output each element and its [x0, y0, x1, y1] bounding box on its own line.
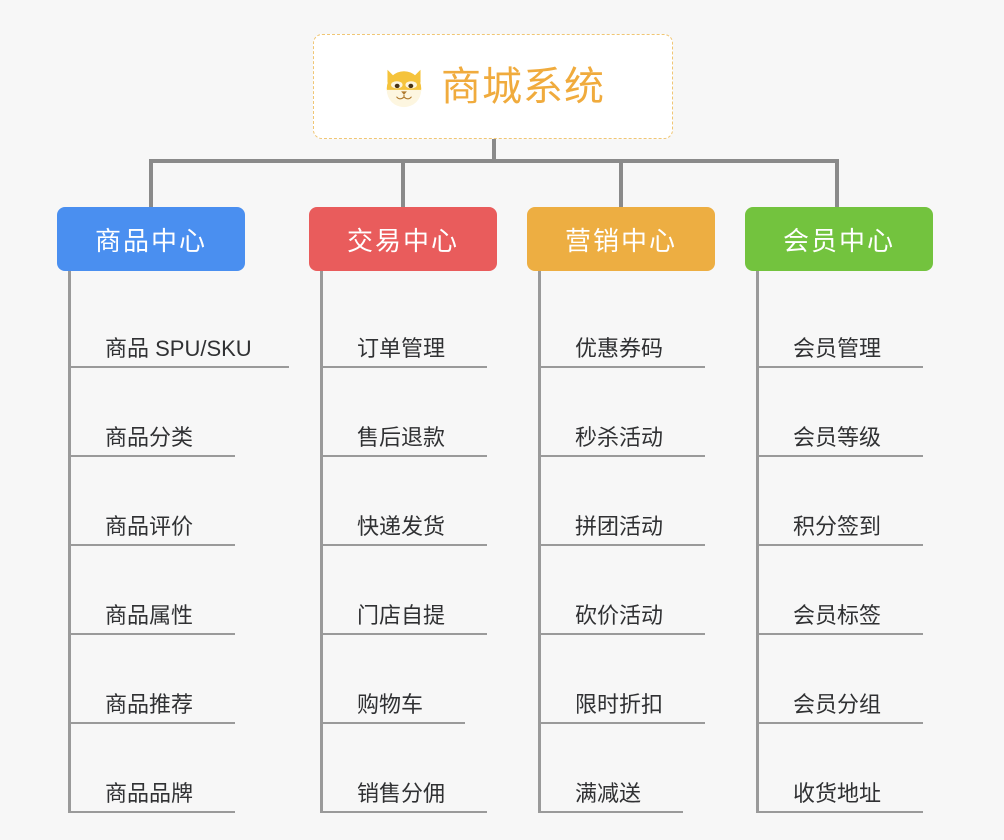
connector-drop-1 — [149, 159, 153, 207]
leaf-underline — [759, 811, 923, 813]
leaf-underline — [759, 633, 923, 635]
leaf-label: 商品属性 — [105, 602, 194, 628]
leaf-underline — [323, 455, 487, 457]
leaf-item[interactable]: 门店自提 — [323, 546, 497, 635]
leaf-item[interactable]: 购物车 — [323, 635, 497, 724]
branch-header-1[interactable]: 商品中心 — [57, 207, 245, 271]
leaf-underline — [323, 366, 487, 368]
leaf-label: 秒杀活动 — [575, 424, 664, 450]
branch-column-4: 会员中心 会员管理 会员等级 积分签到 会员标签 会员分组 — [745, 207, 933, 813]
leaf-label: 积分签到 — [793, 513, 882, 539]
root-node-label: 商城系统 — [441, 64, 605, 109]
leaf-label: 门店自提 — [357, 602, 446, 628]
leaf-item[interactable]: 售后退款 — [323, 368, 497, 457]
leaf-item[interactable]: 会员管理 — [759, 279, 933, 368]
leaf-underline — [71, 455, 235, 457]
connector-drop-4 — [835, 159, 839, 207]
connector-drop-3 — [619, 159, 623, 207]
leaf-label: 快递发货 — [357, 513, 446, 539]
connector-root-stem — [492, 139, 496, 161]
leaf-item[interactable]: 限时折扣 — [541, 635, 715, 724]
leaf-item[interactable]: 销售分佣 — [323, 724, 497, 813]
leaf-label: 会员等级 — [793, 424, 882, 450]
leaf-item[interactable]: 砍价活动 — [541, 546, 715, 635]
branch-column-2: 交易中心 订单管理 售后退款 快递发货 门店自提 购物车 — [309, 207, 497, 813]
leaf-label: 商品 SPU/SKU — [105, 335, 252, 361]
branch-header-label-1: 商品中心 — [94, 225, 207, 256]
root-node-shop-system[interactable]: 商城系统 — [313, 34, 673, 139]
leaf-underline — [323, 544, 487, 546]
leaf-underline — [71, 811, 235, 813]
leaf-list-3: 优惠券码 秒杀活动 拼团活动 砍价活动 限时折扣 满减送 — [538, 271, 715, 813]
leaf-underline — [541, 722, 705, 724]
branch-column-3: 营销中心 优惠券码 秒杀活动 拼团活动 砍价活动 限时折扣 — [527, 207, 715, 813]
leaf-label: 售后退款 — [357, 424, 446, 450]
leaf-underline — [541, 811, 683, 813]
branch-header-label-2: 交易中心 — [346, 225, 459, 256]
leaf-label: 商品品牌 — [105, 780, 194, 806]
branch-header-2[interactable]: 交易中心 — [309, 207, 497, 271]
leaf-label: 购物车 — [357, 691, 424, 717]
leaf-item[interactable]: 收货地址 — [759, 724, 933, 813]
leaf-label: 满减送 — [575, 780, 642, 806]
leaf-label: 订单管理 — [357, 335, 446, 361]
leaf-item[interactable]: 商品分类 — [71, 368, 264, 457]
leaf-underline — [71, 366, 289, 368]
connector-drop-2 — [401, 159, 405, 207]
leaf-label: 会员标签 — [793, 602, 882, 628]
leaf-underline — [323, 722, 465, 724]
branch-header-label-3: 营销中心 — [564, 225, 677, 256]
leaf-underline — [759, 544, 923, 546]
leaf-item[interactable]: 商品品牌 — [71, 724, 264, 813]
leaf-label: 会员管理 — [793, 335, 882, 361]
leaf-item[interactable]: 优惠券码 — [541, 279, 715, 368]
leaf-label: 商品推荐 — [105, 691, 194, 717]
leaf-underline — [759, 722, 923, 724]
branch-column-1: 商品中心 商品 SPU/SKU 商品分类 商品评价 商品属性 商品推荐 — [57, 207, 289, 813]
connector-horizontal-bus — [149, 159, 839, 163]
leaf-label: 收货地址 — [793, 780, 882, 806]
leaf-item[interactable]: 商品属性 — [71, 546, 264, 635]
leaf-item[interactable]: 秒杀活动 — [541, 368, 715, 457]
leaf-underline — [323, 811, 487, 813]
leaf-item[interactable]: 商品推荐 — [71, 635, 264, 724]
branch-header-4[interactable]: 会员中心 — [745, 207, 933, 271]
leaf-label: 商品评价 — [105, 513, 194, 539]
leaf-list-1: 商品 SPU/SKU 商品分类 商品评价 商品属性 商品推荐 商品品牌 — [68, 271, 289, 813]
branch-header-label-4: 会员中心 — [782, 225, 895, 256]
leaf-item[interactable]: 商品 SPU/SKU — [71, 279, 289, 368]
leaf-item[interactable]: 积分签到 — [759, 457, 933, 546]
leaf-item[interactable]: 商品评价 — [71, 457, 264, 546]
leaf-underline — [323, 633, 487, 635]
leaf-item[interactable]: 会员分组 — [759, 635, 933, 724]
leaf-label: 优惠券码 — [575, 335, 664, 361]
leaf-underline — [541, 633, 705, 635]
leaf-item[interactable]: 拼团活动 — [541, 457, 715, 546]
leaf-item[interactable]: 快递发货 — [323, 457, 497, 546]
leaf-item[interactable]: 会员标签 — [759, 546, 933, 635]
leaf-underline — [71, 633, 235, 635]
shiba-dog-face-icon — [386, 69, 422, 107]
leaf-underline — [541, 544, 705, 546]
leaf-underline — [759, 455, 923, 457]
leaf-label: 限时折扣 — [575, 691, 664, 717]
leaf-label: 砍价活动 — [575, 602, 664, 628]
leaf-underline — [541, 455, 705, 457]
leaf-item[interactable]: 订单管理 — [323, 279, 497, 368]
leaf-underline — [71, 544, 235, 546]
leaf-underline — [541, 366, 705, 368]
leaf-list-2: 订单管理 售后退款 快递发货 门店自提 购物车 销售分佣 — [320, 271, 497, 813]
leaf-underline — [759, 366, 923, 368]
leaf-item[interactable]: 满减送 — [541, 724, 715, 813]
leaf-label: 会员分组 — [793, 691, 882, 717]
leaf-label: 商品分类 — [105, 424, 194, 450]
leaf-item[interactable]: 会员等级 — [759, 368, 933, 457]
leaf-label: 销售分佣 — [357, 780, 446, 806]
leaf-underline — [71, 722, 235, 724]
leaf-label: 拼团活动 — [575, 513, 664, 539]
branch-header-3[interactable]: 营销中心 — [527, 207, 715, 271]
leaf-list-4: 会员管理 会员等级 积分签到 会员标签 会员分组 收货地址 — [756, 271, 933, 813]
